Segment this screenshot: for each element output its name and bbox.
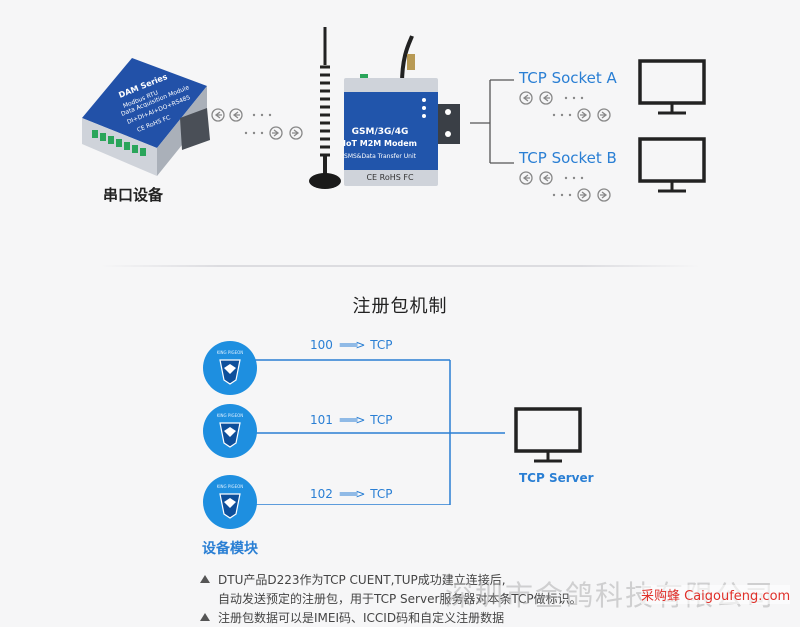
triangle-bullet-icon xyxy=(200,613,210,621)
socket-branch-lines xyxy=(470,79,514,164)
double-arrow-icon: ═══> xyxy=(339,338,366,352)
note-1: DTU产品D223作为TCP CUENT,TUP成功建立连接后, xyxy=(200,571,506,589)
registration-lines xyxy=(255,359,505,505)
arrow-group-socket-a xyxy=(519,91,611,122)
watermark-site: 采购蜂 Caigoufeng.com xyxy=(641,585,791,604)
arrow-group-socket-b xyxy=(519,171,611,202)
row-label-102: 102 ═══> TCP xyxy=(310,487,393,501)
svg-text:CE RoHS FC: CE RoHS FC xyxy=(366,173,414,182)
row-number: 102 xyxy=(310,487,333,501)
row-label-100: 100 ═══> TCP xyxy=(310,338,393,352)
top-diagram: DAM Series Modbus RTU Data Acquisition M… xyxy=(0,0,800,260)
socket-a-label: TCP Socket A xyxy=(519,69,617,87)
registration-title: 注册包机制 xyxy=(352,296,448,317)
row-proto: TCP xyxy=(370,338,393,352)
server-label: TCP Server xyxy=(519,471,594,485)
row-label-101: 101 ═══> TCP xyxy=(310,413,393,427)
monitor-icon-socket-a xyxy=(638,59,706,115)
antenna-icon xyxy=(309,27,341,189)
socket-b-label: TCP Socket B xyxy=(519,149,617,167)
module-circle-1: KING PIGEON xyxy=(203,341,257,395)
triangle-bullet-icon xyxy=(200,575,210,583)
module-circle-2: KING PIGEON xyxy=(203,404,257,458)
svg-text:SMS&Data Transfer Unit: SMS&Data Transfer Unit xyxy=(344,153,417,160)
row-proto: TCP xyxy=(370,487,393,501)
server-monitor-icon xyxy=(514,407,582,463)
double-arrow-icon: ═══> xyxy=(339,487,366,501)
row-number: 100 xyxy=(310,338,333,352)
module-label: 设备模块 xyxy=(202,541,258,557)
svg-text:KING PIGEON: KING PIGEON xyxy=(217,413,244,418)
svg-text:GSM/3G/4G: GSM/3G/4G xyxy=(352,127,409,137)
row-number: 101 xyxy=(310,413,333,427)
arrow-group-left xyxy=(211,108,303,140)
svg-text:IoT M2M Modem: IoT M2M Modem xyxy=(343,139,417,148)
dam-device-image: DAM Series Modbus RTU Data Acquisition M… xyxy=(82,58,210,176)
serial-device-label: 串口设备 xyxy=(103,186,164,204)
module-circle-3: KING PIGEON xyxy=(203,475,257,529)
row-proto: TCP xyxy=(370,413,393,427)
monitor-icon-socket-b xyxy=(638,137,706,193)
double-arrow-icon: ═══> xyxy=(339,413,366,427)
modem-device-image: GSM/3G/4G IoT M2M Modem SMS&Data Transfe… xyxy=(343,35,460,186)
svg-text:KING PIGEON: KING PIGEON xyxy=(217,350,244,355)
svg-text:KING PIGEON: KING PIGEON xyxy=(217,484,244,489)
section-divider xyxy=(100,265,700,267)
note-2: 自动发送预定的注册包，用于TCP Server服务器对本条TCP做标识。 xyxy=(218,592,582,606)
